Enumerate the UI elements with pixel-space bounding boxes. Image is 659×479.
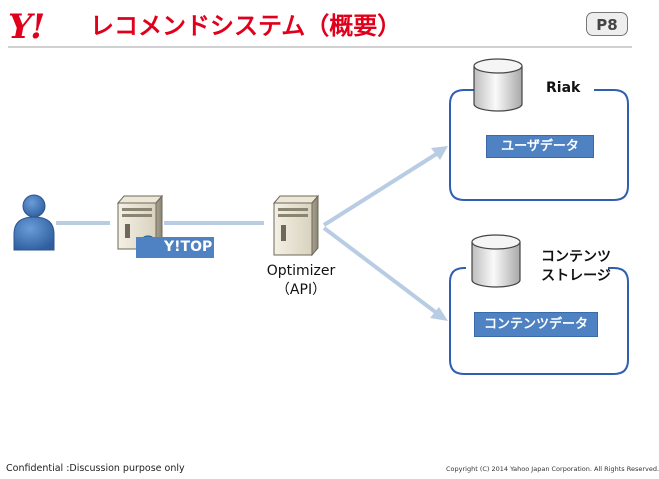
riak-title: Riak: [546, 80, 581, 96]
optimizer-label: Optimizer （API）: [254, 262, 348, 300]
contents-data-box: コンテンツデータ: [474, 312, 598, 337]
header-divider: [8, 46, 632, 48]
contents-storage-frame: [449, 267, 629, 375]
diagram-canvas: [13, 58, 629, 375]
optimizer-api: （API）: [275, 282, 327, 298]
riak-storage-frame: [449, 89, 629, 201]
page-title: レコメンドシステム（概要）: [90, 12, 402, 40]
database-icon: [471, 234, 521, 288]
arrow-optimizer-to-contents: [322, 226, 448, 321]
user-data-box: ユーザデータ: [486, 135, 594, 158]
optimizer-name: Optimizer: [266, 263, 336, 279]
user-icon: [13, 194, 55, 251]
footer-confidential: Confidential :Discussion purpose only: [6, 463, 185, 474]
contents-title-line1: コンテンツ: [541, 249, 611, 265]
page-number-badge: P8: [586, 12, 628, 36]
contents-storage-title: コンテンツ ストレージ: [540, 248, 612, 286]
yahoo-logo: Y!: [8, 7, 45, 47]
ytop-label: Y!TOP: [136, 237, 214, 258]
contents-title-line2: ストレージ: [541, 268, 611, 284]
server-icon: [272, 194, 320, 257]
arrow-optimizer-to-riak: [322, 146, 448, 227]
footer-copyright: Copyright (C) 2014 Yahoo Japan Corporati…: [446, 465, 659, 473]
database-icon: [473, 58, 523, 112]
